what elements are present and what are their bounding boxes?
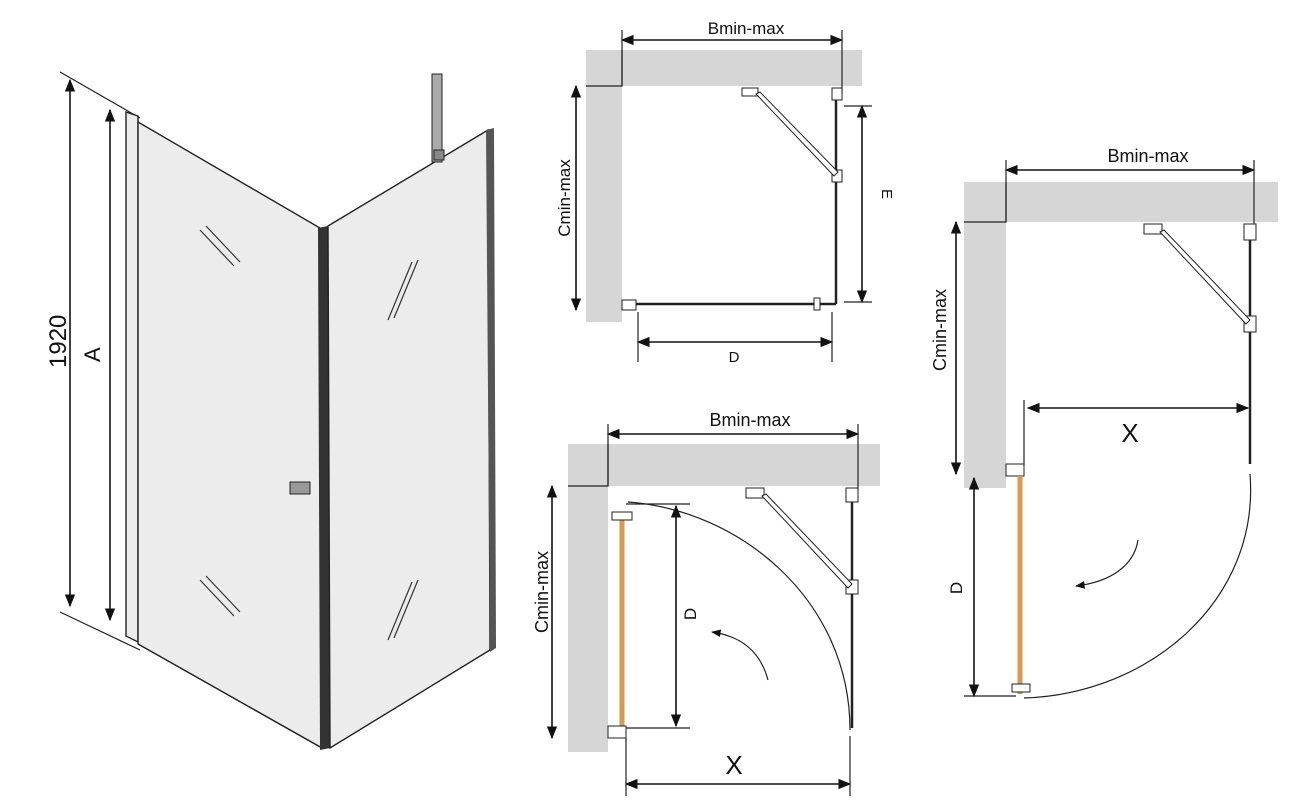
top-door-end — [813, 297, 821, 311]
height-extension-top — [59, 71, 141, 119]
bottom-d-label: D — [681, 608, 700, 620]
right-wall-bracket — [1243, 223, 1257, 241]
top-stabilizer-bar — [755, 91, 839, 177]
stabilizer-clamp — [433, 149, 445, 161]
right-b-label: Bmin-max — [1107, 146, 1188, 166]
bottom-b-label: Bmin-max — [709, 410, 790, 430]
height-extension-bottom — [59, 611, 141, 651]
top-stabilizer-mount — [741, 87, 759, 97]
right-swing-arc — [1023, 473, 1252, 699]
bottom-stabilizer-bar — [761, 493, 853, 589]
height-label: 1920 — [45, 315, 72, 368]
right-door-handle — [1011, 683, 1031, 693]
top-view: Bmin-max Cmin-max E D — [555, 19, 895, 366]
bottom-stabilizer-mount — [745, 487, 765, 499]
top-hinge — [621, 299, 637, 311]
door-panel — [137, 120, 323, 750]
right-view-wall-back — [964, 182, 1278, 222]
top-view-wall-side — [586, 86, 622, 322]
right-stabilizer-mount — [1143, 223, 1163, 235]
top-c-label: Cmin-max — [555, 159, 574, 237]
door-bottom-edge — [137, 643, 323, 749]
top-b-label: Bmin-max — [708, 19, 785, 38]
bottom-swing-arc — [627, 501, 851, 731]
top-clamp — [831, 169, 843, 183]
door-handle — [289, 481, 311, 495]
right-d-label: D — [947, 582, 966, 594]
side-profile-right — [486, 128, 496, 652]
right-c-label: Cmin-max — [930, 289, 950, 371]
bottom-hinge — [607, 725, 627, 739]
top-wall-bracket — [831, 87, 843, 101]
right-swing-arrow — [1075, 539, 1139, 589]
right-hinge — [1005, 463, 1025, 477]
top-d-label: D — [729, 349, 740, 366]
bottom-c-label: Cmin-max — [532, 551, 552, 633]
wall-profile-left — [125, 111, 139, 644]
bottom-view-wall-side — [568, 486, 608, 752]
bottom-swing-arrow — [711, 629, 769, 681]
right-view: Bmin-max Cmin-max X D — [930, 146, 1278, 699]
corner-profile — [318, 226, 330, 750]
bottom-view: Bmin-max Cmin-max D X — [532, 410, 880, 796]
a-label: A — [80, 347, 105, 362]
bottom-door-handle — [611, 511, 633, 521]
bottom-x-label: X — [725, 750, 742, 780]
glass-reflections — [199, 225, 419, 641]
bottom-wall-bracket — [845, 487, 859, 503]
right-stabilizer-bar — [1159, 229, 1251, 325]
right-x-label: X — [1121, 418, 1138, 448]
top-e-label: E — [878, 189, 895, 199]
isometric-view: 1920 A — [45, 71, 496, 750]
stabilizer-bar — [431, 73, 443, 163]
top-view-wall-back — [586, 50, 862, 86]
bottom-view-wall-back — [568, 444, 880, 486]
right-view-wall-side — [964, 222, 1006, 488]
side-panel — [327, 128, 491, 750]
